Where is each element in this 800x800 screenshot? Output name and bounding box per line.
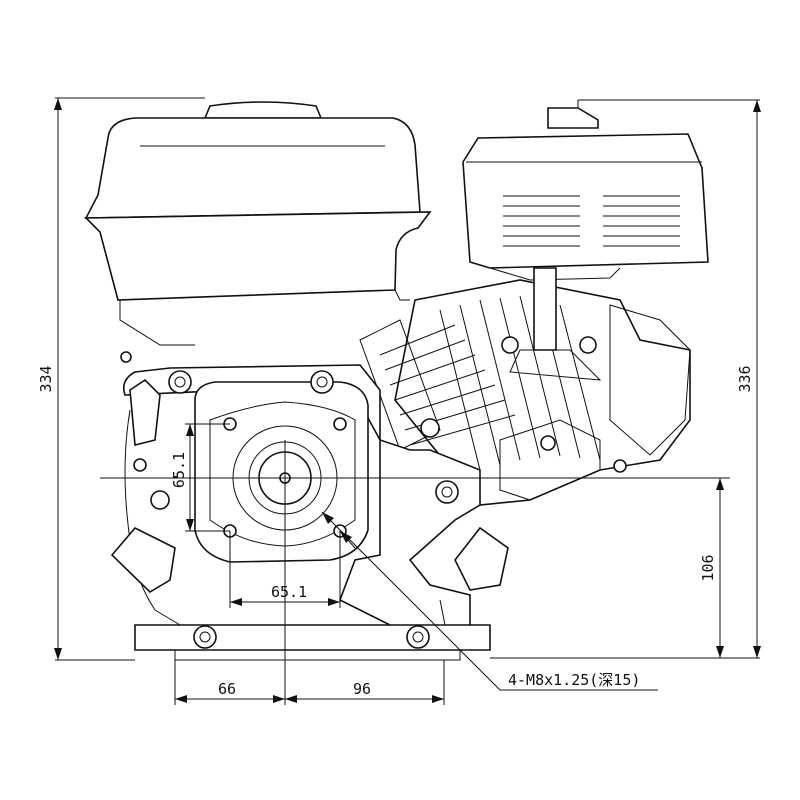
cylinder <box>359 267 691 506</box>
dim-106-label: 106 <box>699 554 717 581</box>
dim-65-1-vertical-label: 65.1 <box>170 452 188 488</box>
dim-334-label: 334 <box>37 365 55 392</box>
vent-slots <box>503 195 680 247</box>
dimension-bolt-horizontal: 65.1 <box>229 531 341 608</box>
dim-65-1-horizontal-label: 65.1 <box>271 583 307 601</box>
bolt-callout-label: 4-M8x1.25(深15) <box>508 671 640 689</box>
dimension-bolt-vertical: 65.1 <box>170 423 230 532</box>
dim-96-label: 96 <box>353 680 371 698</box>
fuel-tank <box>84 101 432 346</box>
dim-336-label: 336 <box>736 365 754 392</box>
engine-outline <box>84 100 709 661</box>
dimension-total-height-right: 336 <box>490 99 761 659</box>
recoil-housing <box>462 100 709 281</box>
base-mount <box>134 599 491 661</box>
center-lines <box>100 440 730 705</box>
dimension-shaft-height: 106 <box>699 478 724 658</box>
dim-66-label: 66 <box>218 680 236 698</box>
dimension-base: 66 96 <box>174 660 445 705</box>
bolt-callout: 4-M8x1.25(深15) <box>321 511 658 691</box>
dimension-total-height-left: 334 <box>37 97 205 661</box>
